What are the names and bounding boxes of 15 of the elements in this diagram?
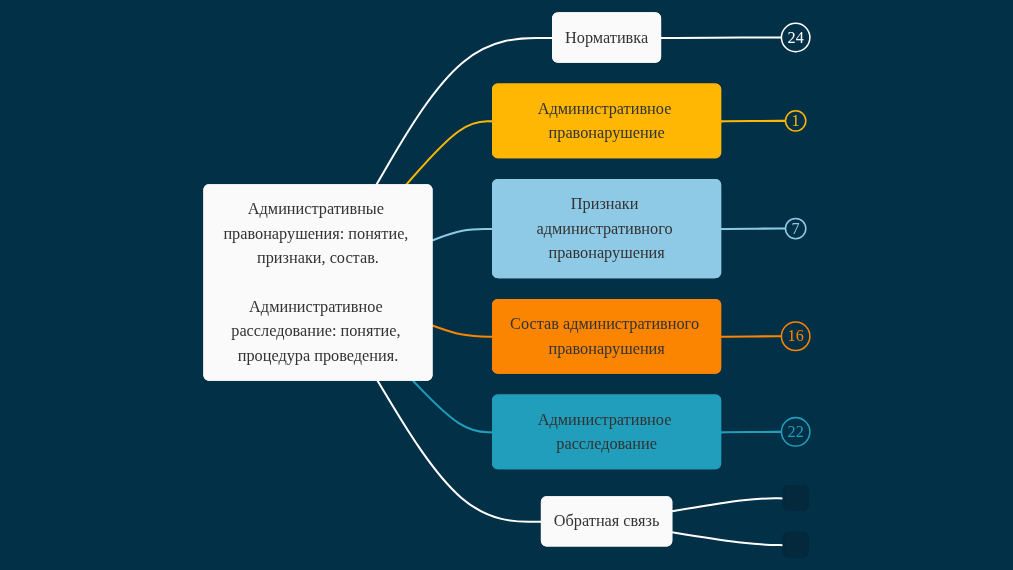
- node-circle: 1: [784, 109, 807, 132]
- node-circle: 22: [780, 416, 811, 447]
- connector: [720, 335, 781, 338]
- connector: [720, 430, 781, 434]
- node-circle: 24: [780, 22, 811, 53]
- node-circle: 16: [780, 321, 811, 352]
- connector: [376, 380, 542, 523]
- connector: [411, 379, 493, 434]
- node-circle: 7: [784, 217, 807, 240]
- connector: [431, 227, 493, 242]
- connector: [720, 227, 785, 231]
- connector: [660, 36, 781, 40]
- connector: [431, 324, 493, 338]
- connector: [720, 119, 785, 123]
- connector: [374, 36, 553, 186]
